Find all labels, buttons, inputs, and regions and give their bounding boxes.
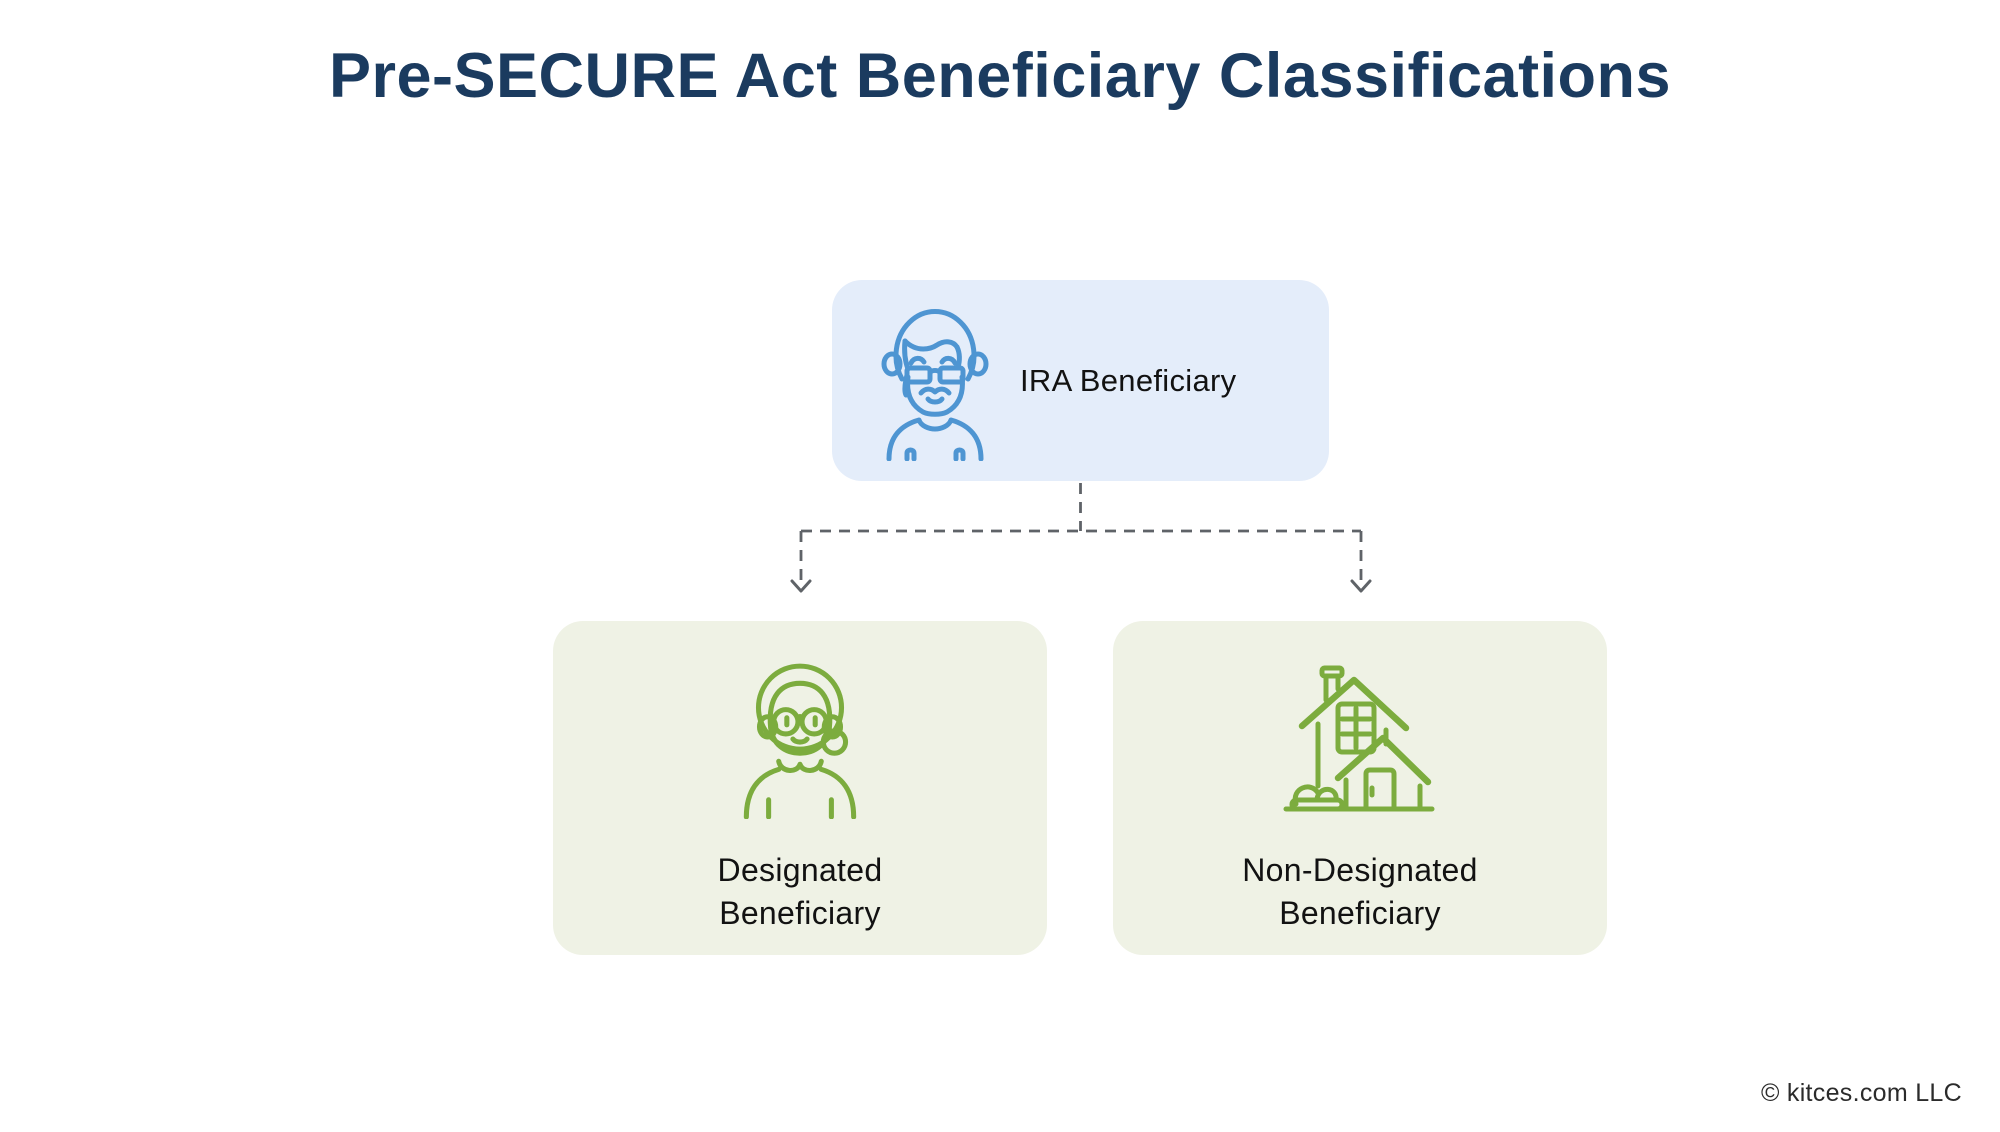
house-icon xyxy=(1280,657,1440,819)
copyright-text: © kitces.com LLC xyxy=(1760,1079,1962,1107)
node-ira-beneficiary: IRA Beneficiary xyxy=(832,280,1329,481)
arrow-down-icon xyxy=(790,579,812,593)
node-label: IRA Beneficiary xyxy=(1020,362,1237,398)
node-designated-beneficiary: Designated Beneficiary xyxy=(553,621,1047,955)
page-title: Pre-SECURE Act Beneficiary Classificatio… xyxy=(328,41,1672,111)
node-label: Designated Beneficiary xyxy=(717,852,883,931)
node-label: Non-Designated Beneficiary xyxy=(1242,852,1478,931)
elderly-man-icon xyxy=(874,301,996,461)
arrow-down-icon xyxy=(1350,579,1372,593)
node-non-designated-beneficiary: Non-Designated Beneficiary xyxy=(1113,621,1607,955)
elderly-woman-icon xyxy=(734,657,866,819)
